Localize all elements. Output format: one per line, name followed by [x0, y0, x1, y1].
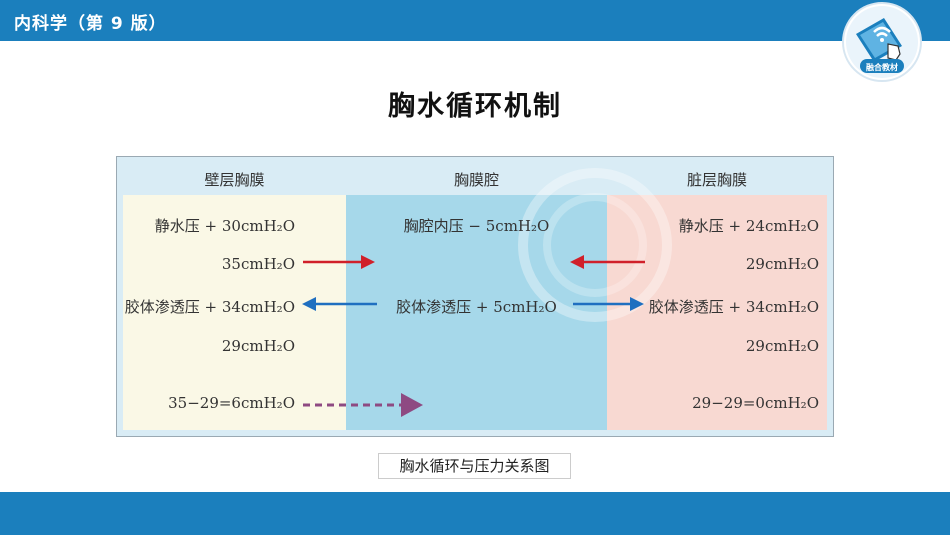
- parietal-net-hydrostatic: 35cmH₂O: [221, 255, 295, 273]
- purple-dashed-net-flow-arrow: [303, 393, 423, 417]
- visceral-net-oncotic: 29cmH₂O: [745, 337, 819, 355]
- book-title: 内科学（第 9 版）: [14, 14, 167, 34]
- cavity-oncotic: 胶体渗透压 + 5cmH₂O: [396, 298, 557, 316]
- bottom-banner: [0, 492, 950, 535]
- parietal-net-result: 35−29=6cmH₂O: [168, 394, 295, 412]
- intrapleural-pressure: 胸腔内压 − 5cmH₂O: [403, 217, 550, 235]
- pleural-fluid-diagram: 壁层胸膜 胸膜腔 脏层胸膜 静水压 + 30cmH₂O 35cmH₂O 胶体渗透…: [116, 156, 834, 437]
- visceral-hydrostatic: 静水压 + 24cmH₂O: [678, 217, 819, 235]
- column-header-cavity: 胸膜腔: [453, 171, 499, 189]
- red-arrow-into-cavity-right: [570, 255, 645, 269]
- parietal-oncotic: 胶体渗透压 + 34cmH₂O: [124, 298, 295, 316]
- parietal-hydrostatic: 静水压 + 30cmH₂O: [154, 217, 295, 235]
- blue-arrow-to-parietal: [302, 297, 377, 311]
- parietal-pleura-region: [123, 195, 346, 430]
- red-arrow-into-cavity-left: [303, 255, 375, 269]
- column-header-parietal: 壁层胸膜: [204, 171, 265, 189]
- visceral-net-result: 29−29=0cmH₂O: [692, 394, 819, 412]
- flow-arrows: [302, 255, 645, 417]
- top-banner: 内科学（第 9 版）: [0, 0, 950, 41]
- logo[interactable]: 融合教材: [842, 2, 922, 82]
- visceral-pleura-region: [607, 195, 827, 430]
- blue-arrow-to-visceral: [573, 297, 644, 311]
- parietal-net-oncotic: 29cmH₂O: [221, 337, 295, 355]
- column-header-visceral: 脏层胸膜: [686, 171, 747, 189]
- figure-caption: 胸水循环与压力关系图: [378, 453, 571, 479]
- visceral-net-hydrostatic: 29cmH₂O: [745, 255, 819, 273]
- page-title: 胸水循环机制: [388, 91, 562, 122]
- watermark-emblem: [518, 168, 672, 322]
- visceral-oncotic: 胶体渗透压 + 34cmH₂O: [648, 298, 819, 316]
- pleural-cavity-region: [346, 195, 607, 430]
- logo-label: 融合教材: [866, 63, 898, 72]
